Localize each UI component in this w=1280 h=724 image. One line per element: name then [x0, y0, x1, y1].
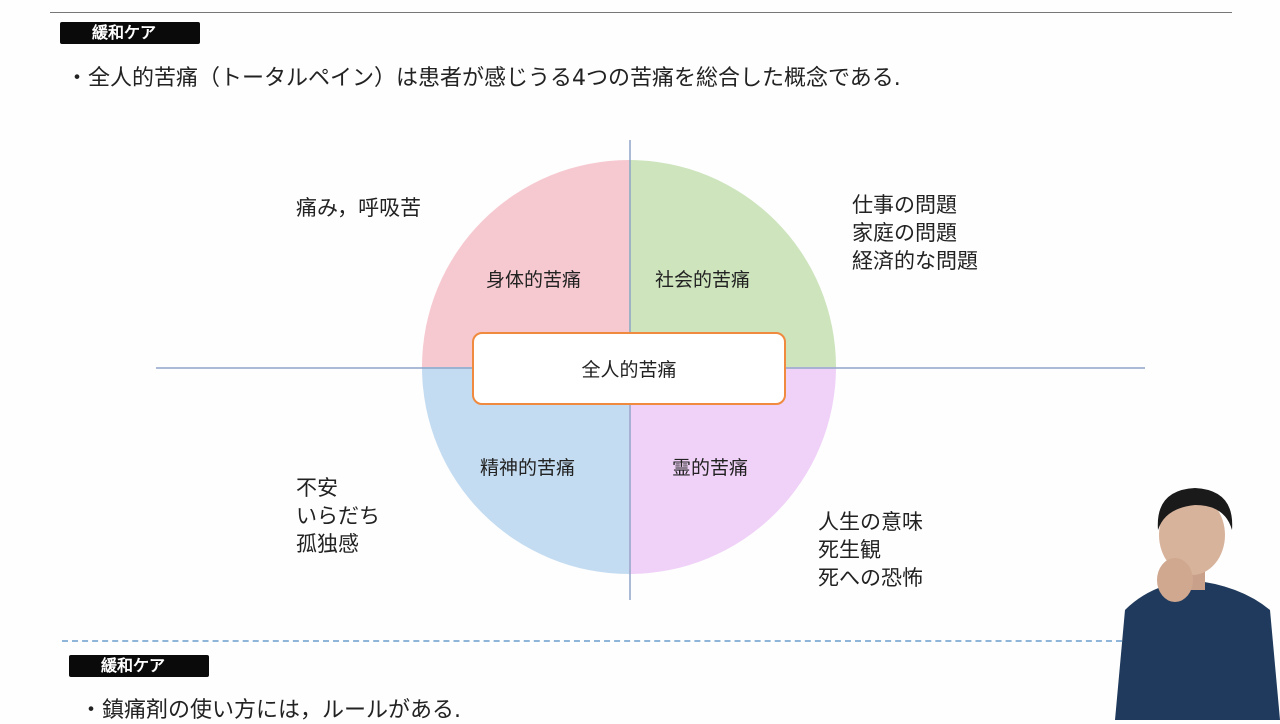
label-spiritual-pain: 霊的苦痛 [672, 457, 749, 479]
label-social-pain: 社会的苦痛 [655, 269, 751, 291]
top-divider [50, 12, 1232, 13]
label-mental-pain: 精神的苦痛 [480, 457, 576, 479]
quadrant-mental [422, 367, 629, 574]
examples-spiritual: 人生の意味 死生観 死への恐怖 [818, 510, 923, 590]
examples-physical: 痛み，呼吸苦 [296, 196, 422, 220]
bullet-total-pain: ・全人的苦痛（トータルペイン）は患者が感じうる4つの苦痛を総合した概念である. [66, 66, 901, 91]
label-physical-pain: 身体的苦痛 [486, 269, 582, 291]
examples-mental: 不安 いらだち 孤独感 [296, 476, 380, 556]
center-total-pain-box: 全人的苦痛 [472, 332, 786, 405]
section-divider [62, 640, 1122, 642]
section-tag-2: 緩和ケア [69, 655, 209, 677]
presenter [1115, 488, 1280, 720]
quadrant-spiritual [629, 367, 836, 574]
bullet-analgesic-rules: ・鎮痛剤の使い方には，ルールがある. [80, 698, 461, 723]
section-tag: 緩和ケア [60, 22, 200, 44]
examples-social: 仕事の問題 家庭の問題 経済的な問題 [852, 193, 978, 273]
quadrant-physical [422, 160, 629, 367]
quadrant-social [629, 160, 836, 367]
